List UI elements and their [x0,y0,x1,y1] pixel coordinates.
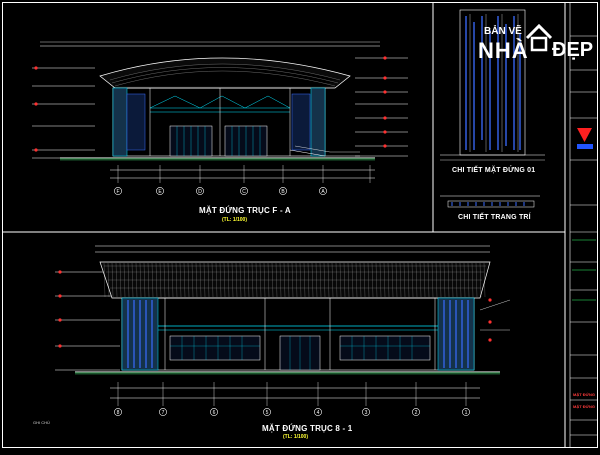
bottom-elevation-scale: (TL: 1/100) [283,434,309,440]
logo-triangle [577,128,592,142]
top-grid-label-B: B [281,189,285,195]
top-grid-label-E: E [158,189,162,195]
bottom-grid-label-8: 8 [117,410,120,416]
top-elevation-scale: (TL: 1/100) [222,217,248,223]
bottom-grid-label-4: 4 [317,410,320,416]
detail-subtitle: CHI TIẾT TRANG TRÍ [458,214,531,221]
detail-title: CHI TIẾT MẶT ĐỨNG 01 [452,167,536,174]
bottom-grid-bubble-3 [362,408,370,416]
watermark-logo: BẢN VẼ NHÀ ĐẸP [474,18,594,66]
sheet-border [2,2,598,448]
bottom-grid-label-3: 3 [365,410,368,416]
top-grid-label-A: A [321,189,325,195]
bottom-grid-bubble-7 [159,408,167,416]
top-grid-bubble-B [279,187,287,195]
bottom-grid-bubble-2 [412,408,420,416]
top-grid-bubble-A [319,187,327,195]
watermark-line3: ĐẸP [552,39,594,61]
note-label: GHI CHÚ [33,420,50,425]
bottom-grid-label-1: 1 [465,410,468,416]
top-grid-bubble-D [196,187,204,195]
top-grid-bubble-E [156,187,164,195]
bottom-grid-bubble-6 [210,408,218,416]
bottom-grid-bubble-5 [263,408,271,416]
top-grid-bubble-F [114,187,122,195]
top-grid-label-D: D [198,189,202,195]
bottom-elevation-title: MẶT ĐỨNG TRỤC 8 - 1 [262,424,353,433]
top-elevation-title: MẶT ĐỨNG TRỤC F - A [199,206,291,215]
top-grid-label-F: F [116,189,119,195]
bottom-elevation: 8 7 6 5 4 3 2 1 [55,245,511,416]
watermark-line1: BẢN VẼ [484,26,522,37]
bottom-grid-label-6: 6 [213,410,216,416]
bottom-grid-bubble-4 [314,408,322,416]
watermark-line2: NHÀ [478,38,529,63]
bottom-grid-label-7: 7 [162,410,165,416]
bottom-grid-bubbles: 8 7 6 5 4 3 2 1 [114,408,470,416]
title-block-row-1: MẶT ĐỨNG [573,392,595,397]
top-grid-bubble-C [240,187,248,195]
bottom-grid-bubble-8 [114,408,122,416]
detail-panel [440,9,545,208]
top-grid-label-C: C [242,189,246,195]
bottom-grid-label-2: 2 [415,410,418,416]
house-icon [525,23,553,52]
title-block-lines [570,35,598,436]
bottom-grid-label-5: 5 [266,410,269,416]
bottom-grid-bubble-1 [462,408,470,416]
title-block-row-2: MẶT ĐỨNG [573,404,595,409]
